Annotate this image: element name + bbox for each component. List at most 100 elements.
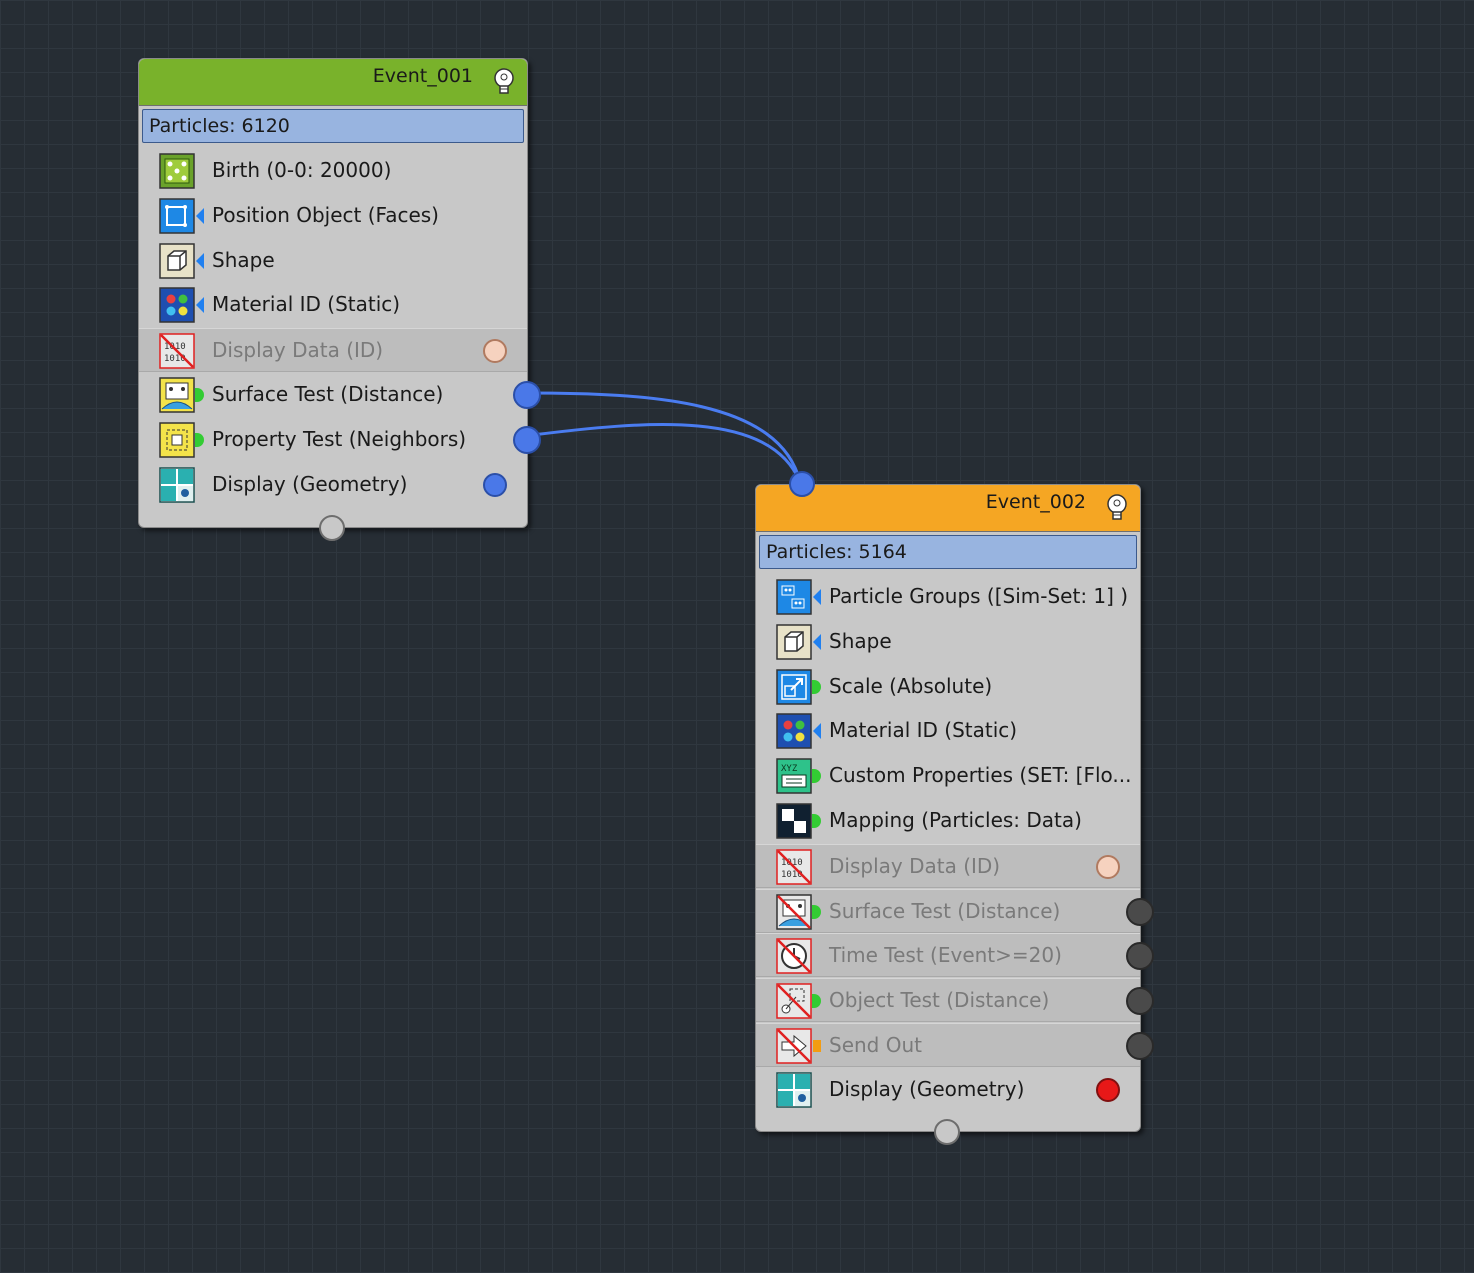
time-test-icon: [776, 938, 812, 975]
operator-label: Position Object (Faces): [212, 202, 439, 227]
operator-row[interactable]: Time Test (Event>=20): [756, 933, 1154, 978]
operator-row[interactable]: Material ID (Static): [756, 709, 1140, 753]
display-color-swatch[interactable]: [483, 472, 507, 497]
operator-label: Shape: [829, 628, 892, 653]
position-object-icon: [159, 198, 195, 234]
event-title: Event_002: [985, 491, 1086, 513]
operator-row[interactable]: Particle Groups ([Sim-Set: 1] ): [756, 575, 1140, 619]
operator-row[interactable]: Surface Test (Distance): [139, 373, 541, 417]
event-header[interactable]: Event_002: [756, 485, 1140, 532]
operator-row[interactable]: Display (Geometry): [139, 463, 527, 507]
operator-label: Display Data (ID): [829, 853, 1001, 878]
operator-label: Scale (Absolute): [829, 673, 993, 698]
operator-connector-icon: [813, 589, 821, 605]
test-output-port[interactable]: [1126, 987, 1154, 1016]
operator-label: Display (Geometry): [829, 1076, 1025, 1101]
operator-label: Property Test (Neighbors): [212, 426, 467, 451]
operator-label: Shape: [212, 247, 275, 272]
operator-connector-icon: [812, 904, 821, 919]
display-color-swatch[interactable]: [483, 339, 507, 364]
operator-label: Material ID (Static): [212, 292, 401, 317]
operator-row[interactable]: Material ID (Static): [139, 283, 527, 327]
operator-label: Material ID (Static): [829, 718, 1018, 743]
test-output-port[interactable]: [1126, 1032, 1154, 1060]
operator-label: Particle Groups ([Sim-Set: 1] ): [829, 584, 1129, 608]
test-output-port[interactable]: [513, 381, 541, 409]
operator-row[interactable]: Shape: [139, 239, 527, 283]
operator-label: Birth (0-0: 20000): [212, 158, 392, 182]
event-title: Event_001: [372, 65, 473, 87]
particles-count-bar: Particles: 5164: [759, 535, 1137, 569]
event-node-event-002[interactable]: Event_002 Particles: 5164 Particle Group…: [755, 471, 1154, 1145]
material-id-icon: [776, 713, 812, 750]
operator-connector-icon: [195, 432, 204, 447]
operator-row[interactable]: Shape: [756, 620, 1140, 664]
operator-label: Time Test (Event>=20): [829, 943, 1062, 968]
svg-text:1010: 1010: [781, 858, 803, 868]
operator-connector-icon: [813, 633, 821, 650]
operator-row[interactable]: Display (Geometry): [756, 1068, 1140, 1112]
operator-connector-icon: [812, 679, 821, 694]
mapping-icon: [776, 803, 812, 839]
operator-label: Display Data (ID): [212, 338, 384, 363]
lightbulb-icon[interactable]: [491, 67, 517, 97]
event-header[interactable]: Event_001: [139, 59, 527, 106]
event-node-event-001[interactable]: Event_001 Particles: 6120 Birth (0-0: 20…: [138, 58, 541, 541]
custom-properties-icon: XYZ: [776, 758, 812, 794]
operator-connector-icon: [812, 994, 821, 1009]
svg-text:1010: 1010: [164, 354, 186, 364]
lightbulb-icon[interactable]: [1104, 493, 1130, 523]
operator-connector-icon: [813, 1040, 821, 1052]
material-id-icon: [159, 287, 195, 324]
operator-row[interactable]: Property Test (Neighbors): [139, 418, 541, 462]
surface-test-icon: [159, 377, 195, 413]
operator-row[interactable]: Object Test (Distance): [756, 978, 1154, 1023]
display-color-swatch[interactable]: [1096, 1077, 1120, 1102]
scale-icon: [776, 668, 812, 705]
operator-connector-icon: [813, 723, 821, 740]
wire-surface-test-to-event-002: [524, 391, 802, 483]
operator-label: Mapping (Particles: Data): [829, 808, 1082, 832]
shape-icon: [159, 242, 195, 279]
operator-row[interactable]: 1010 1010 Display Data (ID): [756, 843, 1140, 888]
operator-label: Object Test (Distance): [829, 988, 1050, 1013]
operator-connector-icon: [812, 769, 821, 784]
operator-label: Send Out: [829, 1033, 922, 1057]
display-geometry-icon: [776, 1072, 812, 1108]
property-test-icon: [159, 422, 195, 458]
operator-row[interactable]: Position Object (Faces): [139, 194, 527, 238]
event-input-port[interactable]: [789, 471, 815, 497]
operator-connector-icon: [196, 252, 204, 269]
object-test-icon: [776, 983, 812, 1019]
operator-row[interactable]: 1010 1010 Display Data (ID): [139, 328, 527, 373]
event-output-port[interactable]: [319, 515, 345, 541]
svg-text:1010: 1010: [164, 342, 186, 352]
display-data-icon: 1010 1010: [776, 849, 812, 885]
shape-icon: [776, 624, 812, 660]
wire-property-test-to-event-002: [524, 423, 802, 483]
operator-row[interactable]: Scale (Absolute): [756, 665, 1140, 709]
test-output-port[interactable]: [1126, 897, 1154, 926]
particles-count-bar: Particles: 6120: [142, 109, 524, 143]
operator-row[interactable]: Send Out: [756, 1023, 1154, 1067]
test-output-port[interactable]: [1126, 942, 1154, 971]
display-geometry-icon: [159, 466, 195, 503]
operator-label: Surface Test (Distance): [212, 382, 444, 406]
operator-label: Display (Geometry): [212, 471, 408, 496]
display-color-swatch[interactable]: [1096, 854, 1120, 879]
operator-row[interactable]: Mapping (Particles: Data): [756, 799, 1140, 843]
operator-row[interactable]: XYZ Custom Properties (SET: [Flo...: [756, 754, 1140, 798]
operator-connector-icon: [196, 207, 204, 224]
operator-row[interactable]: Birth (0-0: 20000): [139, 149, 527, 193]
svg-text:1010: 1010: [781, 870, 803, 880]
surface-test-icon: [776, 893, 812, 930]
event-output-port[interactable]: [934, 1119, 960, 1145]
birth-icon: [159, 153, 195, 189]
operator-row[interactable]: Surface Test (Distance): [756, 888, 1154, 933]
operator-connector-icon: [196, 297, 204, 314]
operator-label: Custom Properties (SET: [Flo...: [829, 763, 1132, 788]
send-out-icon: [776, 1028, 812, 1064]
display-data-icon: 1010 1010: [159, 333, 195, 369]
svg-text:XYZ: XYZ: [781, 764, 798, 774]
test-output-port[interactable]: [513, 425, 541, 454]
